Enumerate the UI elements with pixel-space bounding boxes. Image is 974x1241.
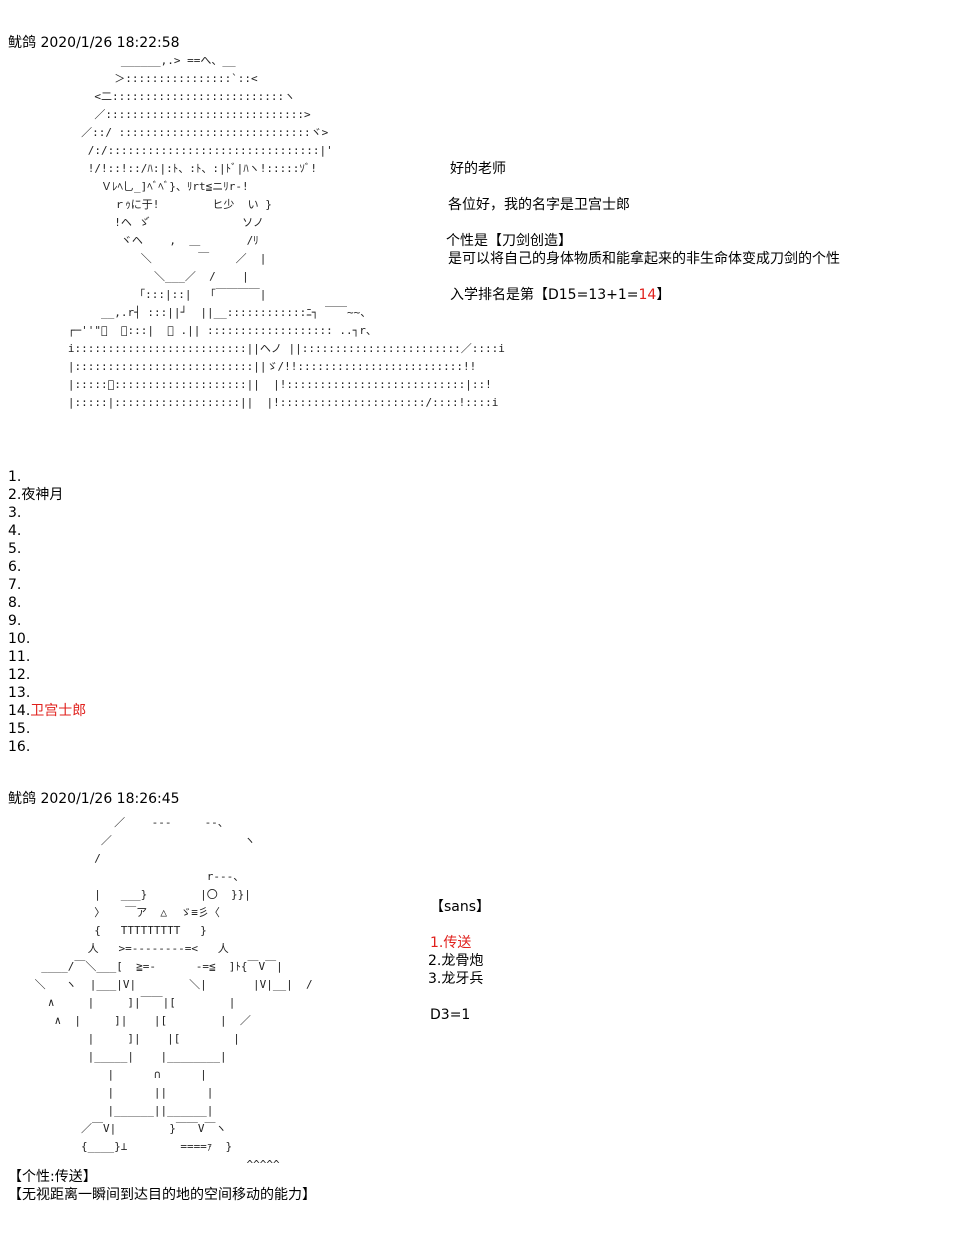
roster-item: 1. bbox=[8, 469, 22, 485]
roster-item: 9. bbox=[8, 613, 22, 629]
roster-item: 12. bbox=[8, 667, 31, 683]
roster-highlight-name: 卫宫士郎 bbox=[30, 703, 87, 719]
option-1: 1.传送 bbox=[430, 935, 472, 951]
roster-item: 2.夜神月 bbox=[8, 487, 64, 503]
option-3: 3.龙牙兵 bbox=[428, 971, 484, 987]
roster-item: 6. bbox=[8, 559, 22, 575]
ability-description: 【无视距离一瞬间到达目的地的空间移动的能力】 bbox=[8, 1187, 316, 1203]
post1-ascii-art: ______,.> ==へ、__ ＞::::::::::::::::`::< <… bbox=[67, 54, 505, 409]
post2-header: 鱿鸽 2020/1/26 18:26:45 bbox=[8, 791, 180, 807]
roster-number: 14. bbox=[8, 703, 31, 719]
ability-title: 【个性:传送】 bbox=[8, 1169, 97, 1185]
post1-message-2: 各位好，我的名字是卫宫士郎 bbox=[448, 197, 630, 213]
dice-roll: D3=1 bbox=[430, 1007, 471, 1023]
roster-item: 3. bbox=[8, 505, 22, 521]
option-2: 2.龙骨炮 bbox=[428, 953, 484, 969]
roster-item: 14.卫宫士郎 bbox=[8, 702, 86, 720]
post2-ascii-art: ／ --- --、 ／ ヽ / r---、 | ___} |〇 }}| 〉 ￣ア… bbox=[34, 816, 313, 1171]
post1-ranking: 入学排名是第【D15=13+1=14】 bbox=[450, 286, 670, 304]
roster-list: 1. 2.夜神月 3. 4. 5. 6. 7. 8. 9. 10. 11. 12… bbox=[8, 468, 86, 756]
roster-item: 7. bbox=[8, 577, 22, 593]
ranking-prefix: 入学排名是第【D15=13+1= bbox=[450, 287, 639, 303]
post1-message-4: 是可以将自己的身体物质和能拿起来的非生命体变成刀剑的个性 bbox=[448, 251, 840, 267]
post1-message-1: 好的老师 bbox=[450, 161, 506, 177]
ranking-suffix: 】 bbox=[656, 287, 671, 303]
post1-message-3: 个性是【刀剑创造】 bbox=[446, 233, 572, 249]
roster-item: 10. bbox=[8, 631, 31, 647]
roster-item: 4. bbox=[8, 523, 22, 539]
roster-item: 13. bbox=[8, 685, 31, 701]
roster-item: 5. bbox=[8, 541, 22, 557]
roster-item: 8. bbox=[8, 595, 22, 611]
ranking-value: 14 bbox=[638, 287, 657, 303]
roster-item: 15. bbox=[8, 721, 31, 737]
roster-item: 11. bbox=[8, 649, 31, 665]
roster-item: 16. bbox=[8, 739, 31, 755]
options-label: 【sans】 bbox=[430, 899, 491, 915]
post1-header: 鱿鸽 2020/1/26 18:22:58 bbox=[8, 35, 180, 51]
